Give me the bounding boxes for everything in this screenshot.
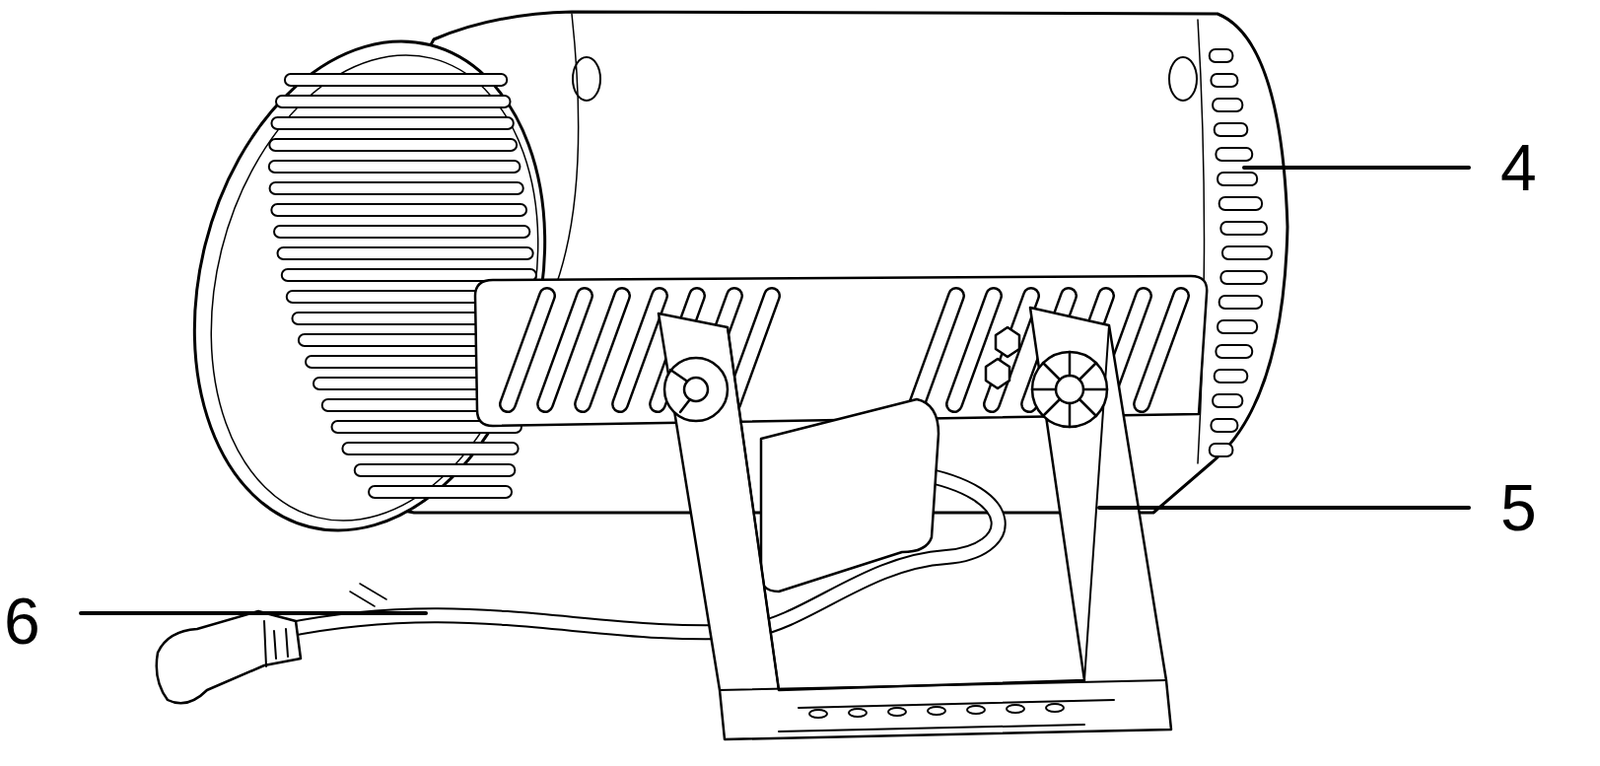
grille-slots <box>1209 49 1272 457</box>
grille-slot <box>1219 295 1262 309</box>
grille-slot <box>274 225 530 238</box>
grille-slot <box>354 464 516 477</box>
vent-slot <box>916 295 957 405</box>
vent-slot <box>954 295 994 405</box>
grille-slot <box>1214 369 1249 383</box>
grille-slot <box>276 95 511 108</box>
grille-slot <box>284 73 507 86</box>
grille-slot <box>1212 98 1243 112</box>
vent-slot <box>582 295 623 405</box>
vent-slot <box>732 295 772 405</box>
grille-slot <box>271 204 527 216</box>
grille-slot <box>269 160 521 173</box>
cable-break <box>349 583 387 607</box>
grille-slot <box>1220 271 1267 284</box>
grille-slot <box>269 139 517 151</box>
vent-slot <box>545 295 585 405</box>
mount-bracket <box>658 307 1172 740</box>
grille-slot <box>271 117 513 130</box>
grille-slot <box>1214 123 1249 137</box>
vent-slot <box>916 295 957 405</box>
leader-line <box>1099 505 1469 510</box>
grille-slot <box>1209 443 1234 457</box>
grille-slot <box>1219 197 1262 210</box>
vent-slot <box>1141 295 1182 405</box>
junction-box <box>761 399 939 592</box>
body-seam <box>552 13 579 296</box>
power-plug <box>156 611 301 703</box>
vent-slot <box>732 295 772 405</box>
grille-slot <box>1215 147 1253 161</box>
grille-slot <box>278 247 534 260</box>
grille-slot <box>1209 49 1234 63</box>
vent-slot <box>582 295 623 405</box>
callout-number: 4 <box>1500 135 1537 201</box>
star-knob <box>985 327 1108 427</box>
grille-slot <box>1215 345 1253 358</box>
bracket-holes <box>809 703 1064 718</box>
vent-slot <box>954 295 994 405</box>
grille-slot <box>368 486 512 498</box>
vent-slot <box>545 295 585 405</box>
body-boss <box>1169 57 1197 101</box>
leader-line <box>1244 165 1469 170</box>
grille-slot <box>342 442 518 455</box>
grille-slot <box>1212 394 1243 408</box>
callout-number: 6 <box>3 588 41 654</box>
grille-slot <box>1210 418 1238 432</box>
wing-knob <box>664 357 728 421</box>
vent-slot <box>620 295 660 405</box>
vent-slot <box>507 295 548 405</box>
grille-slot <box>1220 221 1267 235</box>
vent-slot <box>507 295 548 405</box>
grille-slot <box>1222 246 1272 260</box>
plug-ribs <box>264 621 288 667</box>
grille-slot <box>1217 320 1257 334</box>
grille-slot <box>270 182 524 195</box>
callout-number: 5 <box>1500 475 1537 541</box>
grille-slot <box>1210 73 1238 87</box>
vent-slot <box>620 295 660 405</box>
vent-slot <box>1141 295 1182 405</box>
leader-line <box>80 611 426 616</box>
bracket-slot <box>778 699 1114 732</box>
body-boss <box>572 57 601 101</box>
grille-slot <box>1217 172 1257 186</box>
